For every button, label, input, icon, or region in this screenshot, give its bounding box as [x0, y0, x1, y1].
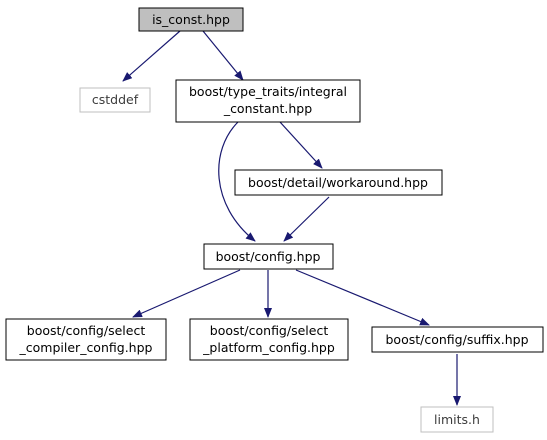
node-is-const-label: is_const.hpp — [152, 12, 230, 27]
edge-integral-constant-to-workaround — [279, 121, 323, 169]
edge-config-to-select-compiler — [132, 269, 241, 318]
node-select-compiler-config[interactable]: boost/config/select _compiler_config.hpp — [5, 318, 167, 361]
node-config[interactable]: boost/config.hpp — [203, 243, 334, 270]
node-suffix-label: boost/config/suffix.hpp — [386, 332, 529, 347]
edge-workaround-to-config — [283, 196, 330, 242]
node-select-platform-config-label-line-1: boost/config/select — [210, 323, 329, 338]
node-config-label: boost/config.hpp — [216, 249, 321, 264]
node-select-compiler-config-label-line-1: boost/config/select — [27, 323, 146, 338]
node-is-const[interactable]: is_const.hpp — [138, 7, 244, 32]
node-integral-constant-label-line-2: _constant.hpp — [223, 101, 312, 116]
node-integral-constant-label-line-1: boost/type_traits/integral — [189, 84, 347, 99]
node-workaround[interactable]: boost/detail/workaround.hpp — [234, 169, 443, 196]
node-select-compiler-config-label-line-2: _compiler_config.hpp — [19, 340, 153, 355]
node-integral-constant[interactable]: boost/type_traits/integral _constant.hpp — [175, 79, 361, 123]
node-select-platform-config[interactable]: boost/config/select _platform_config.hpp — [189, 318, 349, 361]
edge-is-const-to-cstddef — [122, 30, 181, 82]
node-suffix[interactable]: boost/config/suffix.hpp — [371, 326, 544, 353]
node-limits: limits.h — [420, 406, 494, 433]
edge-is-const-to-integral-constant — [202, 30, 244, 81]
node-cstddef: cstddef — [79, 87, 151, 113]
node-select-platform-config-label-line-2: _platform_config.hpp — [202, 340, 335, 355]
nodes: is_const.hpp cstddef boost/type_traits/i… — [5, 7, 544, 433]
edge-config-to-suffix — [295, 269, 430, 326]
node-workaround-label: boost/detail/workaround.hpp — [248, 175, 428, 190]
node-cstddef-label: cstddef — [92, 92, 139, 107]
edges — [122, 30, 461, 406]
node-limits-label: limits.h — [434, 412, 480, 427]
edge-integral-constant-to-config — [218, 121, 256, 242]
